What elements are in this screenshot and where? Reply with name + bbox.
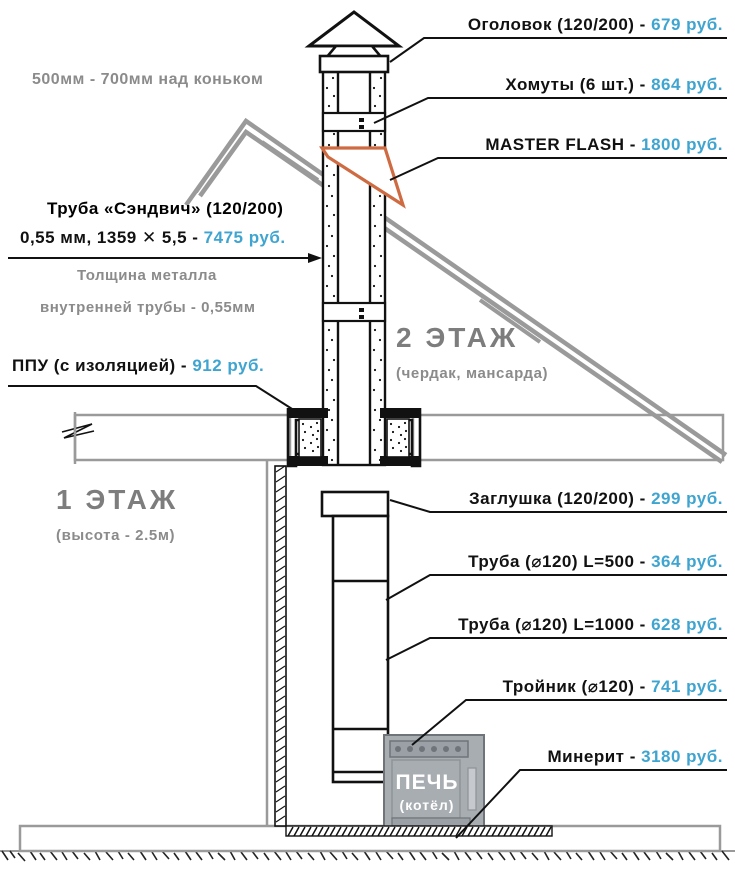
label-homuty: Хомуты (6 шт.) - 864 руб. — [505, 76, 723, 93]
label-sandwich-line2-name: 0,55 мм, 1359 ✕ 5,5 - — [20, 228, 204, 247]
label-master-flash-price: 1800 руб. — [641, 135, 723, 154]
ceiling-slab-right — [411, 413, 725, 462]
stove-label-line1: ПЕЧЬ — [395, 771, 459, 794]
label-minerit-name: Минерит - — [547, 747, 642, 766]
label-homuty-name: Хомуты (6 шт.) - — [505, 75, 652, 94]
label-troynik-name: Тройник (⌀120) - — [502, 677, 652, 696]
label-ppu-name: ППУ (с изоляцией) - — [12, 356, 193, 375]
label-sandwich-line2: 0,55 мм, 1359 ✕ 5,5 - 7475 руб. — [20, 229, 286, 246]
label-truba-1000-name: Труба (⌀120) L=1000 - — [458, 615, 652, 634]
label-truba-500-name: Труба (⌀120) L=500 - — [468, 552, 652, 571]
stove-unit — [383, 734, 485, 828]
metal-note-line1: Толщина металла — [77, 267, 217, 284]
label-truba-500-price: 364 руб. — [651, 552, 723, 571]
ground-hatching — [0, 850, 735, 862]
label-master-flash-name: MASTER FLASH - — [485, 135, 642, 154]
label-truba-500: Труба (⌀120) L=500 - 364 руб. — [468, 553, 723, 570]
note-above-ridge: 500мм - 700мм над коньком — [32, 71, 264, 88]
single-wall-pipe — [331, 514, 390, 784]
floor1-title: 1 ЭТАЖ — [56, 484, 179, 515]
label-ogolovok-price: 679 руб. — [651, 15, 723, 34]
floor2-title: 2 ЭТАЖ — [396, 322, 519, 353]
leader-lines-left — [8, 253, 322, 415]
minerit-plate — [285, 825, 553, 837]
ceiling-slab-left — [61, 412, 292, 464]
label-sandwich-line1: Труба «Сэндвич» (120/200) — [47, 199, 284, 218]
master-flash-flashing — [319, 146, 406, 209]
label-ppu: ППУ (с изоляцией) - 912 руб. — [12, 357, 264, 374]
end-cap-plate — [320, 490, 390, 518]
label-master-flash: MASTER FLASH - 1800 руб. — [485, 136, 723, 153]
label-zaglushka: Заглушка (120/200) - 299 руб. — [469, 490, 723, 507]
label-homuty-price: 864 руб. — [651, 75, 723, 94]
ppu-passthrough — [286, 408, 422, 468]
label-ogolovok: Оголовок (120/200) - 679 руб. — [468, 16, 723, 33]
label-sandwich-line2-price: 7475 руб. — [203, 228, 286, 247]
label-troynik: Тройник (⌀120) - 741 руб. — [503, 678, 723, 695]
label-zaglushka-name: Заглушка (120/200) - — [469, 489, 652, 508]
label-truba-1000: Труба (⌀120) L=1000 - 628 руб. — [458, 616, 723, 633]
stove-label-line2: (котёл) — [399, 797, 455, 813]
pipe-clamp-upper — [321, 111, 387, 133]
hatched-partition — [274, 465, 287, 827]
roof-structure — [184, 117, 728, 464]
roof-ridge-marks — [194, 138, 542, 344]
label-zaglushka-price: 299 руб. — [651, 489, 723, 508]
label-ppu-price: 912 руб. — [192, 356, 265, 375]
chimney-cap — [304, 10, 404, 74]
floor2-subtitle: (чердак, мансарда) — [396, 365, 549, 382]
label-ogolovok-name: Оголовок (120/200) - — [467, 15, 652, 34]
leader-lines — [373, 37, 727, 839]
floor1-subtitle: (высота - 2.5м) — [56, 527, 176, 544]
label-minerit: Минерит - 3180 руб. — [548, 748, 724, 765]
label-minerit-price: 3180 руб. — [641, 747, 723, 766]
pipe-clamp-middle — [321, 301, 387, 323]
label-troynik-price: 741 руб. — [651, 677, 723, 696]
metal-note-line2: внутренней трубы - 0,55мм — [40, 299, 256, 316]
label-truba-1000-price: 628 руб. — [651, 615, 723, 634]
